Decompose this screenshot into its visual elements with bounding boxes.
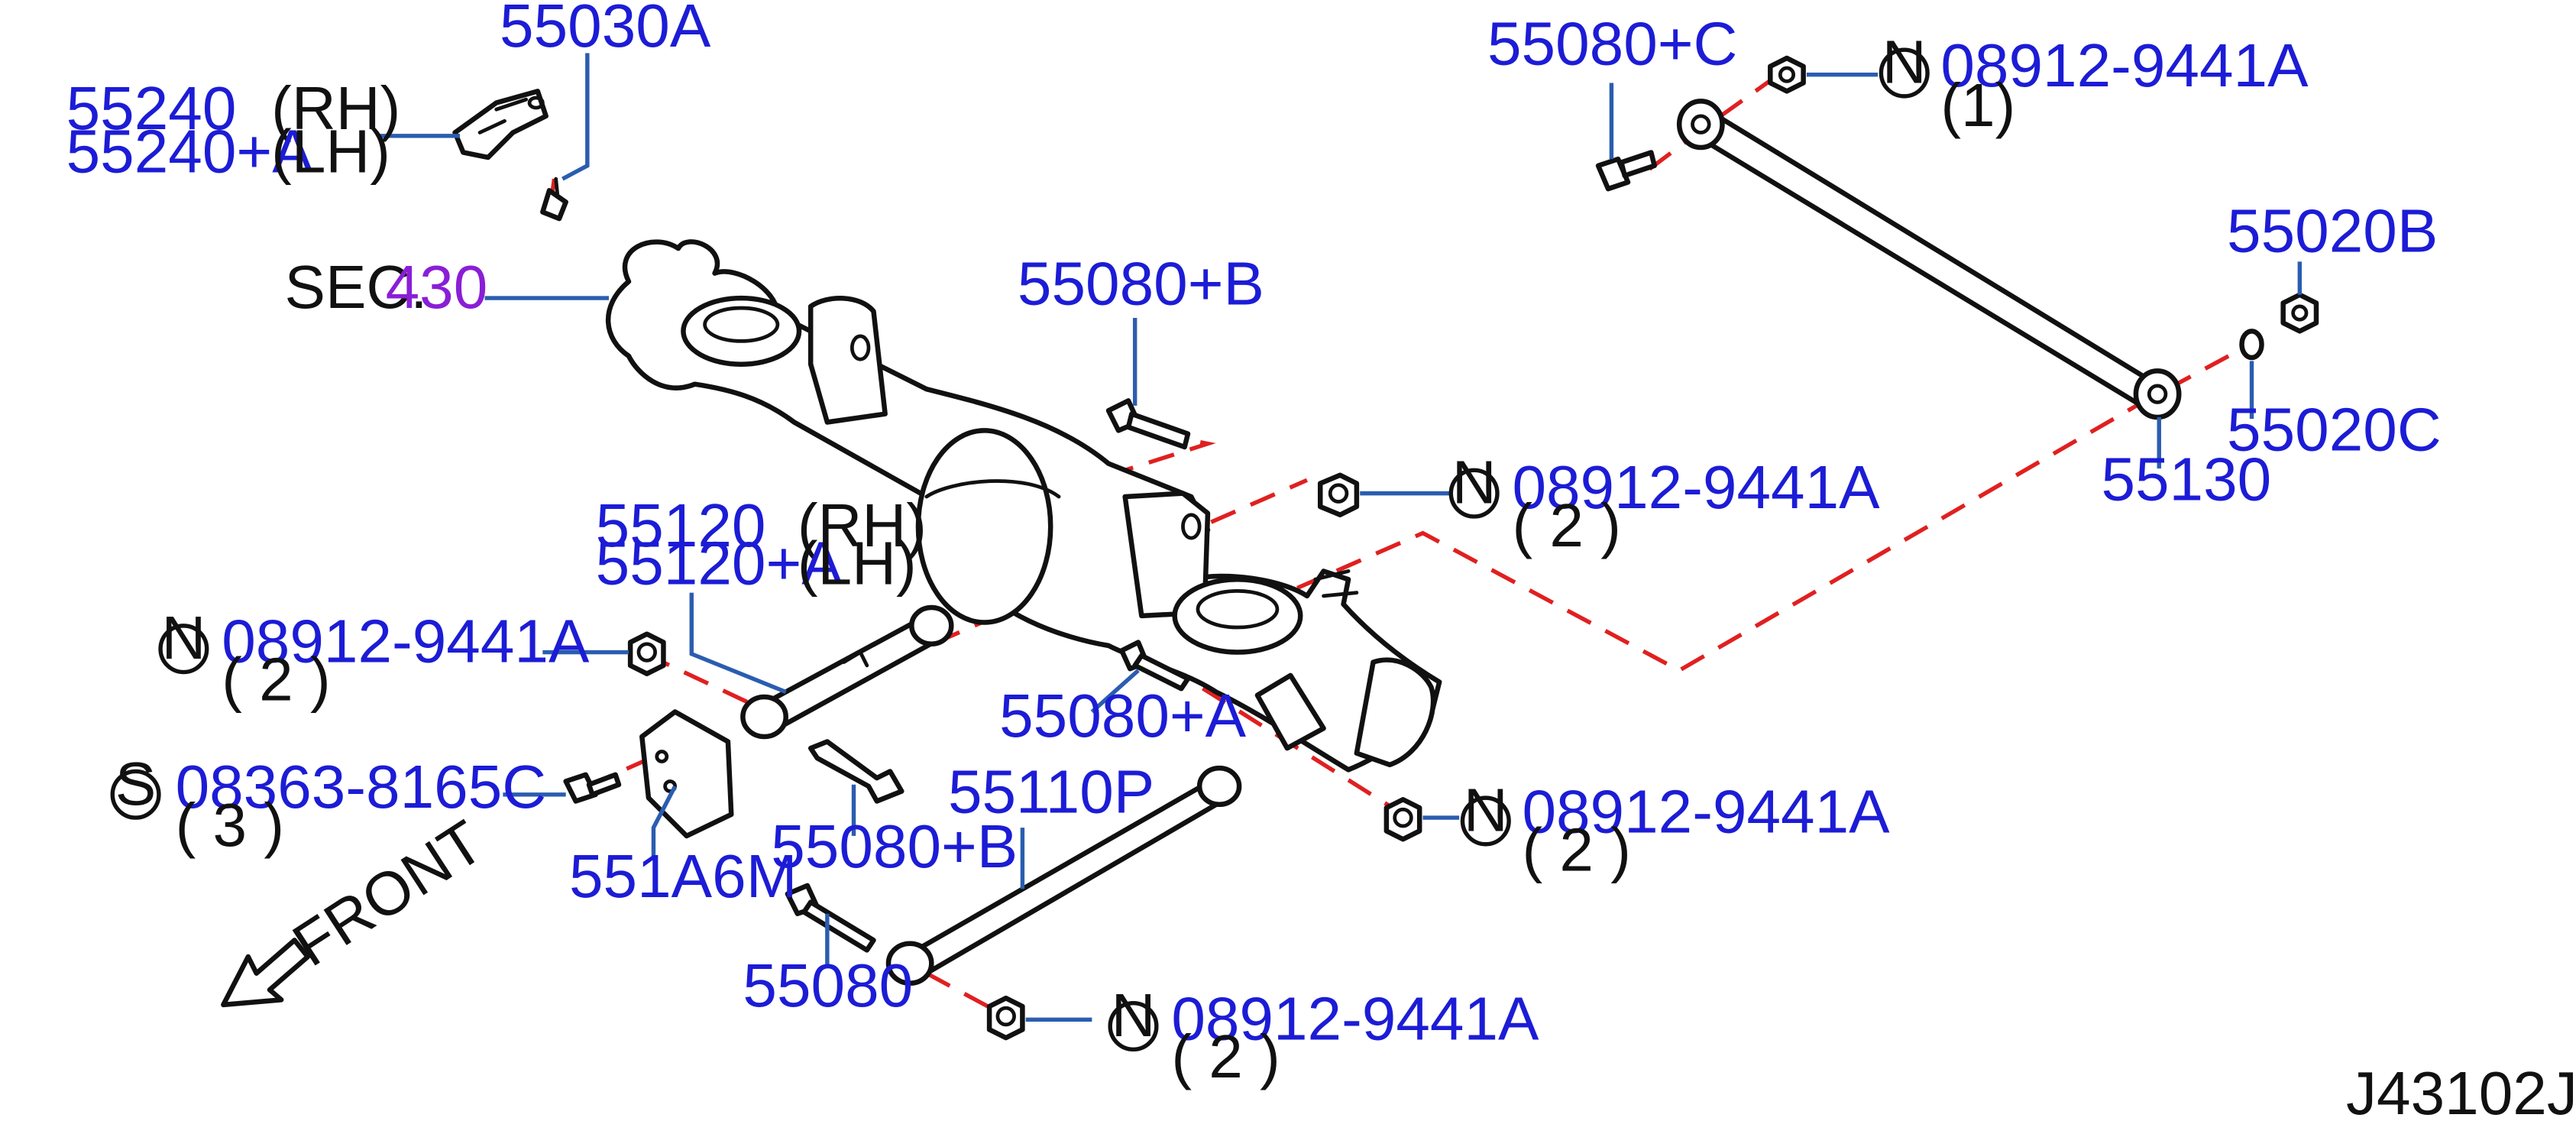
- side-rh-55120: (RH): [798, 491, 927, 559]
- code-circle-s: [110, 769, 161, 820]
- part-55020b[interactable]: 55020B: [2227, 196, 2438, 264]
- section-430-link[interactable]: 430: [386, 252, 488, 321]
- code-n-right: N: [1464, 775, 1508, 844]
- upper-link: [740, 604, 954, 740]
- qty-08912-right: ( 2 ): [1522, 815, 1630, 883]
- front-arrow-icon: [221, 938, 311, 1008]
- part-55020c[interactable]: 55020C: [2227, 394, 2442, 463]
- side-lh-55240: (LH): [271, 116, 390, 185]
- part-551a6m[interactable]: 551A6M: [569, 841, 797, 910]
- mount-bracket: [639, 709, 734, 839]
- rear-axle-housing: [605, 239, 1442, 773]
- code-circle-n-mid: [1448, 468, 1500, 519]
- part-55240a[interactable]: 55240+A: [66, 116, 314, 185]
- part-55120a[interactable]: 55120+A: [596, 529, 843, 598]
- shock-bracket: [452, 89, 568, 222]
- code-n-mid: N: [1452, 448, 1497, 517]
- part-08912-mid[interactable]: 08912-9441A: [1512, 452, 1880, 521]
- code-circle-n-right: [1460, 795, 1511, 847]
- lower-link: [885, 765, 1242, 986]
- qty-08912-top: (1): [1940, 70, 2015, 139]
- part-55110p[interactable]: 55110P: [948, 757, 1154, 826]
- nuts: [627, 55, 2319, 1041]
- part-55030a[interactable]: 55030A: [500, 0, 711, 60]
- part-08912-bottom[interactable]: 08912-9441A: [1171, 983, 1539, 1052]
- section-prefix: SEC.: [285, 252, 428, 321]
- part-55080[interactable]: 55080: [743, 951, 913, 1019]
- code-s: S: [115, 749, 156, 818]
- code-circles: [110, 47, 1930, 1052]
- lateral-rod: [1676, 99, 2182, 420]
- side-lh-55120: (LH): [798, 529, 917, 598]
- qty-08912-bottom: ( 2 ): [1171, 1022, 1280, 1090]
- part-55080b-upper[interactable]: 55080+B: [1018, 249, 1264, 318]
- part-55080c[interactable]: 55080+C: [1487, 9, 1737, 78]
- bolts: [563, 150, 1657, 953]
- code-n-top: N: [1882, 28, 1927, 96]
- drawing-id: J43102JZ: [2346, 1058, 2576, 1127]
- qty-08912-mid: ( 2 ): [1512, 491, 1620, 559]
- part-55130[interactable]: 55130: [2101, 444, 2271, 513]
- code-circle-n-left: [158, 624, 209, 675]
- part-55080a[interactable]: 55080+A: [999, 681, 1247, 750]
- code-circle-n-bottom: [1108, 1000, 1159, 1052]
- code-circle-n-top: [1879, 47, 1930, 99]
- part-08912-left[interactable]: 08912-9441A: [222, 607, 590, 676]
- part-55080b-lower[interactable]: 55080+B: [771, 812, 1018, 880]
- qty-08912-left: ( 2 ): [222, 644, 330, 713]
- leader-lines: [377, 53, 2303, 1022]
- front-label: FRONT: [280, 807, 494, 980]
- part-08912-right[interactable]: 08912-9441A: [1522, 777, 1890, 846]
- part-08363[interactable]: 08363-8165C: [176, 752, 547, 821]
- code-n-bottom: N: [1112, 980, 1156, 1049]
- part-55240[interactable]: 55240: [66, 73, 237, 142]
- part-55120[interactable]: 55120: [596, 491, 766, 559]
- side-rh-55240: (RH): [271, 73, 400, 142]
- qty-08363: ( 3 ): [176, 790, 284, 859]
- part-08912-top[interactable]: 08912-9441A: [1940, 31, 2309, 99]
- code-n-left: N: [161, 603, 205, 672]
